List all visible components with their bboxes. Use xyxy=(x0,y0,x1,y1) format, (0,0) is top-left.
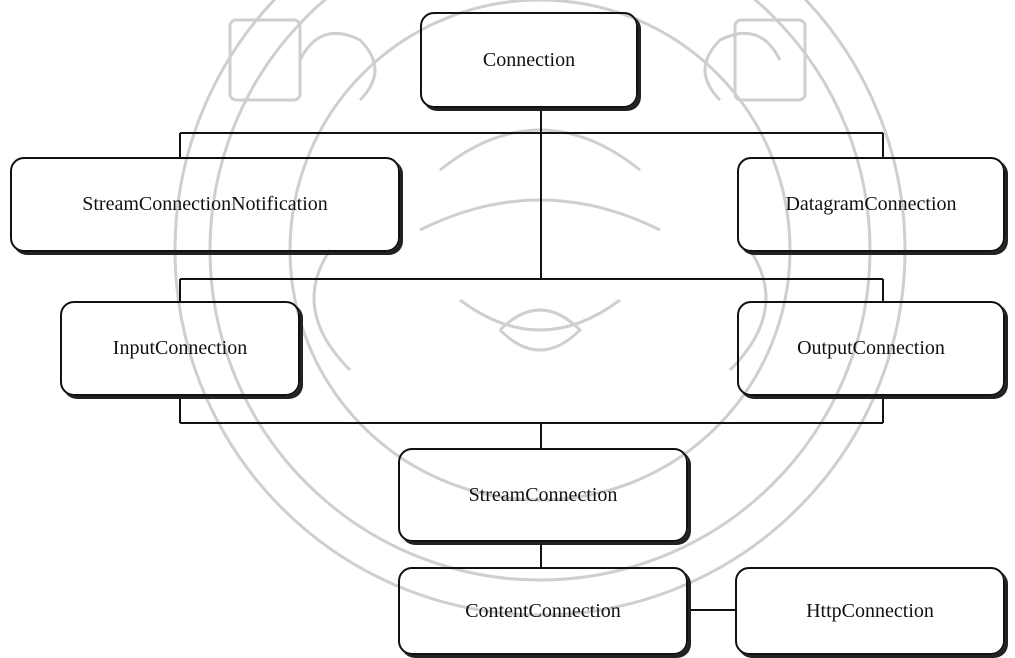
node-datagram-connection-label: DatagramConnection xyxy=(785,193,957,215)
node-output-connection: OutputConnection xyxy=(737,301,1005,396)
node-content-connection-label: ContentConnection xyxy=(465,599,621,622)
node-content-connection: ContentConnection xyxy=(398,567,688,655)
node-datagram-connection: DatagramConnection xyxy=(737,157,1005,252)
node-stream-connection-notification: StreamConnectionNotification xyxy=(10,157,400,252)
node-stream-connection-notification-label: StreamConnectionNotification xyxy=(82,193,328,215)
node-http-connection: HttpConnection xyxy=(735,567,1005,655)
node-connection: Connection xyxy=(420,12,638,108)
node-input-connection-label: InputConnection xyxy=(112,337,248,359)
node-input-connection: InputConnection xyxy=(60,301,300,396)
node-stream-connection: StreamConnection xyxy=(398,448,688,542)
node-connection-label: Connection xyxy=(482,48,576,71)
node-output-connection-label: OutputConnection xyxy=(797,337,945,359)
node-stream-connection-label: StreamConnection xyxy=(468,483,618,506)
node-http-connection-label: HttpConnection xyxy=(806,599,934,622)
